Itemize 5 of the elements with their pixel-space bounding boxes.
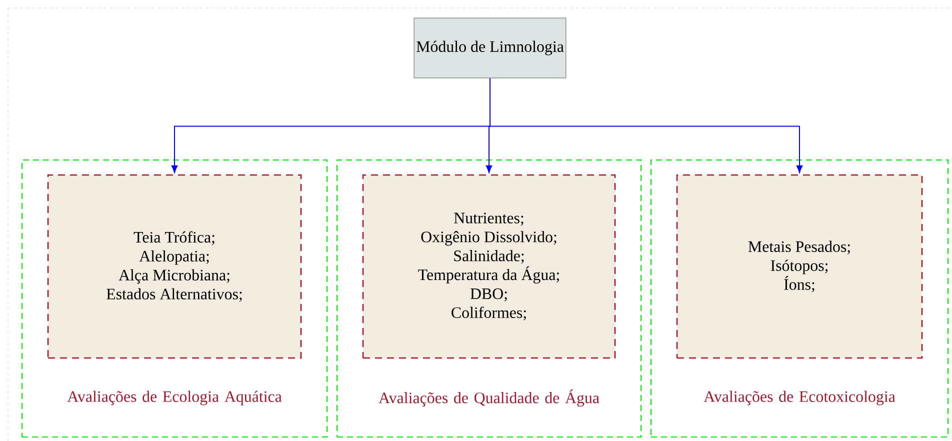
item-box: Nutrientes; Oxigênio Dissolvido; Salinidade; Temperatura da Água; DBO; Coliformes;: [362, 174, 616, 359]
item-box: Metais Pesados; Isótopos; Íons;: [676, 174, 923, 359]
title-box: Módulo de Limnologia: [414, 18, 566, 78]
item-box: Teia Trófica; Alelopatia; Alça Microbiana; Estados Alternativos;: [47, 174, 302, 359]
arrow: [490, 78, 803, 173]
